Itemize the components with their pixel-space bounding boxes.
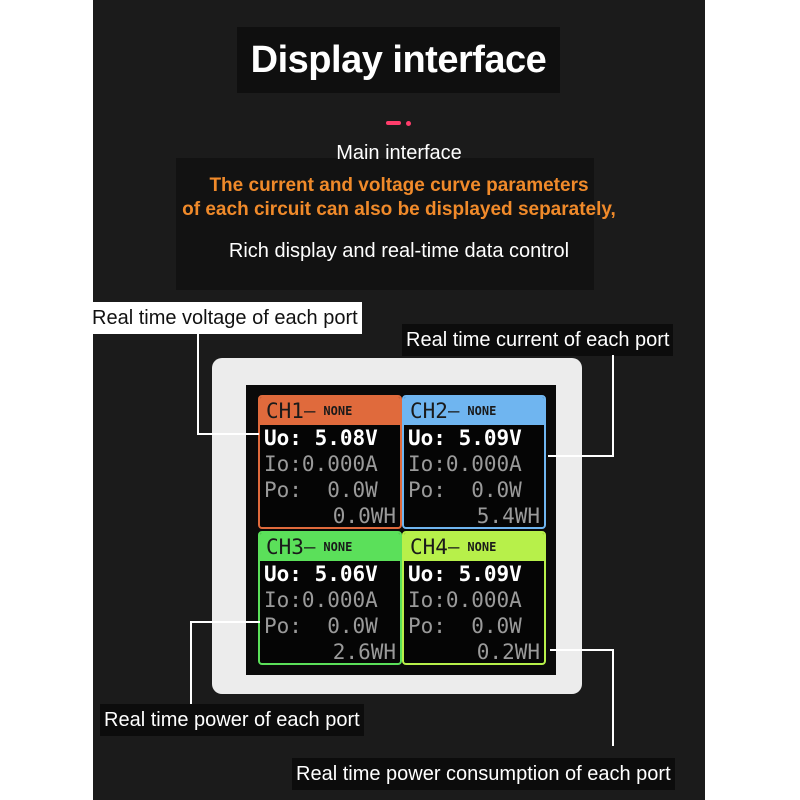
voltage-readout: Uo: 5.08V bbox=[264, 426, 378, 450]
energy-readout: 2.6WH bbox=[332, 640, 396, 664]
channel-name: CH4 bbox=[410, 535, 448, 559]
orange-text-line2: of each circuit can also be displayed se… bbox=[182, 199, 616, 220]
channel-dash: — bbox=[303, 536, 316, 558]
channel-2-panel: CH2 — NONE Uo: 5.09V Io:0.000A Po: 0.0W … bbox=[402, 395, 546, 529]
voltage-readout: Uo: 5.06V bbox=[264, 562, 378, 586]
channel-status: NONE bbox=[323, 540, 353, 554]
power-readout: Po: 0.0W bbox=[264, 614, 378, 638]
channel-header: CH1 — NONE bbox=[260, 397, 400, 425]
energy-readout: 5.4WH bbox=[476, 504, 540, 528]
channel-header: CH4 — NONE bbox=[404, 533, 544, 561]
leader-line-current bbox=[548, 455, 614, 457]
callout-power: Real time power of each port bbox=[100, 704, 364, 736]
callout-voltage: Real time voltage of each port bbox=[88, 302, 362, 334]
energy-readout: 0.0WH bbox=[332, 504, 396, 528]
current-readout: Io:0.000A bbox=[264, 588, 378, 612]
channel-dash: — bbox=[447, 400, 460, 422]
channel-dash: — bbox=[447, 536, 460, 558]
current-readout: Io:0.000A bbox=[408, 588, 522, 612]
leader-line-voltage bbox=[197, 433, 259, 435]
callout-consumption: Real time power consumption of each port bbox=[292, 758, 675, 790]
leader-line-voltage bbox=[197, 330, 199, 434]
leader-line-power bbox=[190, 622, 192, 708]
channel-header: CH2 — NONE bbox=[404, 397, 544, 425]
channel-1-panel: CH1 — NONE Uo: 5.08V Io:0.000A Po: 0.0W … bbox=[258, 395, 402, 529]
channel-header: CH3 — NONE bbox=[260, 533, 400, 561]
channel-status: NONE bbox=[467, 404, 497, 418]
voltage-readout: Uo: 5.09V bbox=[408, 562, 522, 586]
channel-name: CH1 bbox=[266, 399, 304, 423]
power-readout: Po: 0.0W bbox=[408, 478, 522, 502]
decorative-dash bbox=[386, 121, 401, 125]
current-readout: Io:0.000A bbox=[408, 452, 522, 476]
channel-status: NONE bbox=[323, 404, 353, 418]
leader-line-consumption bbox=[612, 650, 614, 746]
energy-readout: 0.2WH bbox=[476, 640, 540, 664]
voltage-readout: Uo: 5.09V bbox=[408, 426, 522, 450]
power-readout: Po: 0.0W bbox=[264, 478, 378, 502]
channel-dash: — bbox=[303, 400, 316, 422]
current-readout: Io:0.000A bbox=[264, 452, 378, 476]
leader-line-consumption bbox=[550, 649, 614, 651]
channel-3-panel: CH3 — NONE Uo: 5.06V Io:0.000A Po: 0.0W … bbox=[258, 531, 402, 665]
page-title: Display interface bbox=[237, 27, 560, 93]
channel-name: CH2 bbox=[410, 399, 448, 423]
callout-current: Real time current of each port bbox=[402, 324, 674, 356]
subtitle: Main interface bbox=[336, 142, 462, 164]
leader-line-current bbox=[612, 355, 614, 456]
orange-text-line1: The current and voltage curve parameters bbox=[209, 175, 589, 196]
rich-display-text: Rich display and real-time data control bbox=[228, 240, 570, 262]
text-backdrop bbox=[176, 158, 594, 290]
decorative-dot bbox=[406, 121, 411, 126]
channel-name: CH3 bbox=[266, 535, 304, 559]
channel-status: NONE bbox=[467, 540, 497, 554]
channel-4-panel: CH4 — NONE Uo: 5.09V Io:0.000A Po: 0.0W … bbox=[402, 531, 546, 665]
power-readout: Po: 0.0W bbox=[408, 614, 522, 638]
lcd-screen: CH1 — NONE Uo: 5.08V Io:0.000A Po: 0.0W … bbox=[246, 385, 556, 675]
leader-line-power bbox=[190, 621, 260, 623]
